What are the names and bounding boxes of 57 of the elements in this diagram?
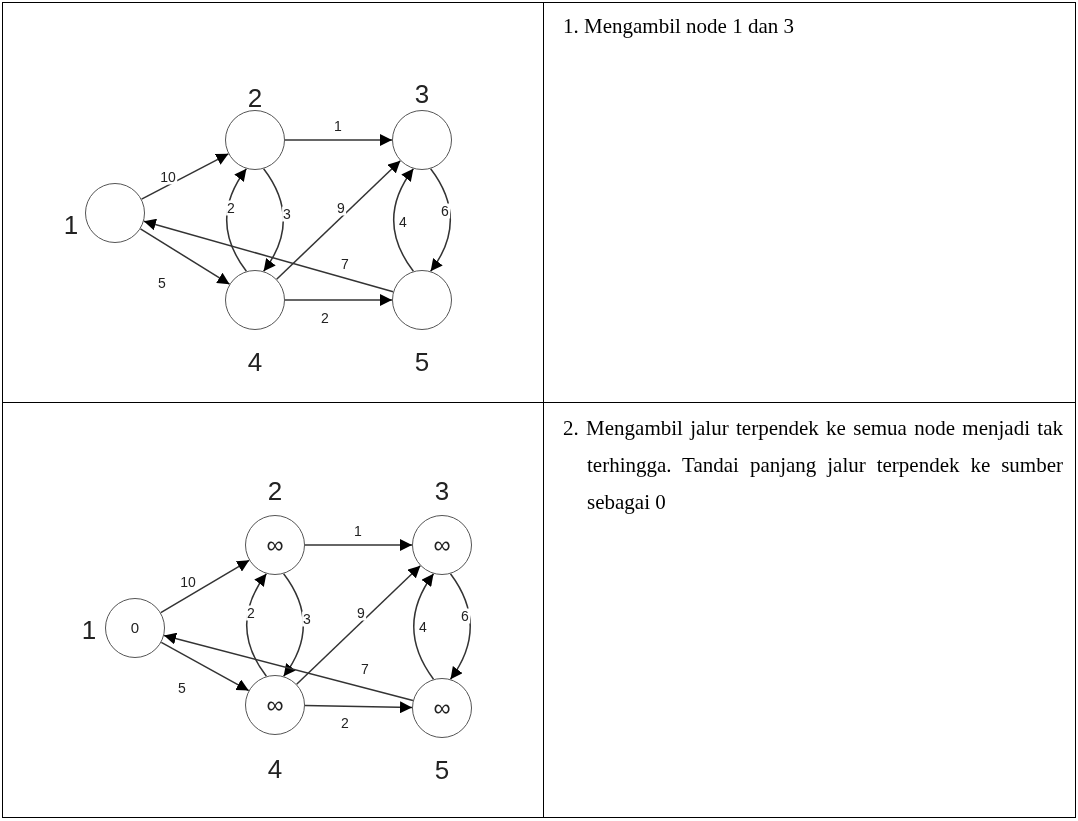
arrow bbox=[392, 168, 415, 272]
node-number: 5 bbox=[434, 756, 450, 784]
distance-value: 0 bbox=[130, 620, 140, 636]
arrow bbox=[284, 134, 393, 146]
node-number: 2 bbox=[267, 477, 283, 505]
arrow bbox=[140, 153, 230, 200]
edge-label: 10 bbox=[179, 574, 197, 590]
arrow bbox=[160, 641, 250, 692]
edge-label: 9 bbox=[356, 605, 366, 621]
arrow bbox=[163, 632, 414, 702]
distance-value: ∞ bbox=[433, 533, 451, 557]
arrow bbox=[262, 168, 285, 272]
node-number: 3 bbox=[414, 80, 430, 108]
node-number: 1 bbox=[81, 616, 97, 644]
arrow bbox=[304, 701, 413, 714]
edge-label: 4 bbox=[418, 619, 428, 635]
edge-label: 6 bbox=[460, 608, 470, 624]
step-text: 1. Mengambil node 1 dan 3 bbox=[563, 13, 795, 40]
arrow bbox=[143, 218, 394, 293]
edge-label: 7 bbox=[360, 661, 370, 677]
distance-value: ∞ bbox=[433, 696, 451, 720]
edge-label: 4 bbox=[398, 214, 408, 230]
arrow bbox=[245, 573, 268, 677]
distance-value: ∞ bbox=[266, 533, 284, 557]
edge-label: 3 bbox=[282, 206, 292, 222]
arrow bbox=[225, 168, 248, 272]
arrow bbox=[449, 573, 471, 680]
arrow bbox=[160, 559, 250, 614]
edge-label: 2 bbox=[246, 605, 256, 621]
step-text: 2. Mengambil jalur terpendek ke semua node menjadi tak terhingga. Tandai panjang jalur terpendek ke sumber sebagai 0 bbox=[563, 415, 1063, 516]
edge-label: 2 bbox=[320, 310, 330, 326]
arrow bbox=[275, 160, 402, 280]
arrow bbox=[304, 539, 413, 551]
arrow bbox=[282, 573, 305, 677]
arrow bbox=[139, 228, 231, 285]
edge-label: 10 bbox=[159, 169, 177, 185]
arrow bbox=[429, 168, 452, 272]
node-number: 1 bbox=[63, 211, 79, 239]
arrow bbox=[284, 294, 393, 306]
edge-label: 2 bbox=[226, 200, 236, 216]
node-number: 4 bbox=[267, 755, 283, 783]
edge-label: 2 bbox=[340, 715, 350, 731]
edge-label: 6 bbox=[440, 203, 450, 219]
distance-value: ∞ bbox=[266, 693, 284, 717]
edge-label: 7 bbox=[340, 256, 350, 272]
edge-label: 1 bbox=[333, 118, 343, 134]
arrow bbox=[413, 573, 435, 680]
edge-label: 9 bbox=[336, 200, 346, 216]
edge-label: 1 bbox=[353, 523, 363, 539]
node-number: 3 bbox=[434, 477, 450, 505]
arrow bbox=[295, 565, 422, 685]
edge-label: 5 bbox=[177, 680, 187, 696]
edge-label: 3 bbox=[302, 611, 312, 627]
edge-label: 5 bbox=[157, 275, 167, 291]
node-number: 5 bbox=[414, 348, 430, 376]
node-number: 4 bbox=[247, 348, 263, 376]
node-number: 2 bbox=[247, 84, 263, 112]
